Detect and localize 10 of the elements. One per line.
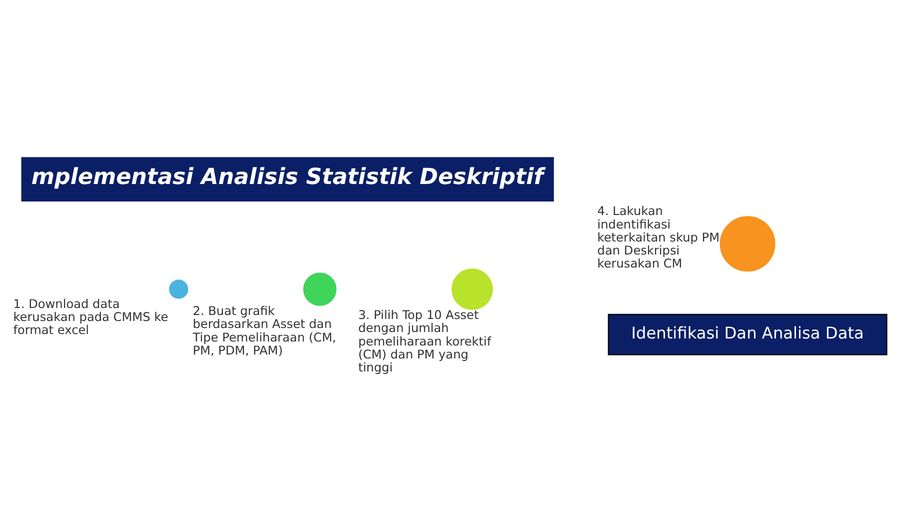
node-box: Identifikasi Dan Analisa Data <box>608 313 888 355</box>
node-circle <box>452 268 493 310</box>
node-label: 4. Lakukan indentifikasi keterkaitan skup PM dan Deskripsi kerusakan CM <box>597 204 720 270</box>
node-circle <box>169 279 188 298</box>
node-label: 1. Download data kerusakan pada CMMS ke format excel <box>13 296 168 337</box>
node-label: 2. Buat grafik berdasarkan Asset dan Tipe Pemeliharaan (CM, PM, PDM, PAM) <box>192 304 336 357</box>
node-circle <box>720 216 776 272</box>
node-circle <box>303 272 337 306</box>
diagram-title: mplementasi Analisis Statistik Deskriptif <box>31 163 544 190</box>
node-label: 3. Pilih Top 10 Asset dengan jumlah pemeliharaan korektif (CM) dan PM yang tinggi <box>358 308 492 374</box>
